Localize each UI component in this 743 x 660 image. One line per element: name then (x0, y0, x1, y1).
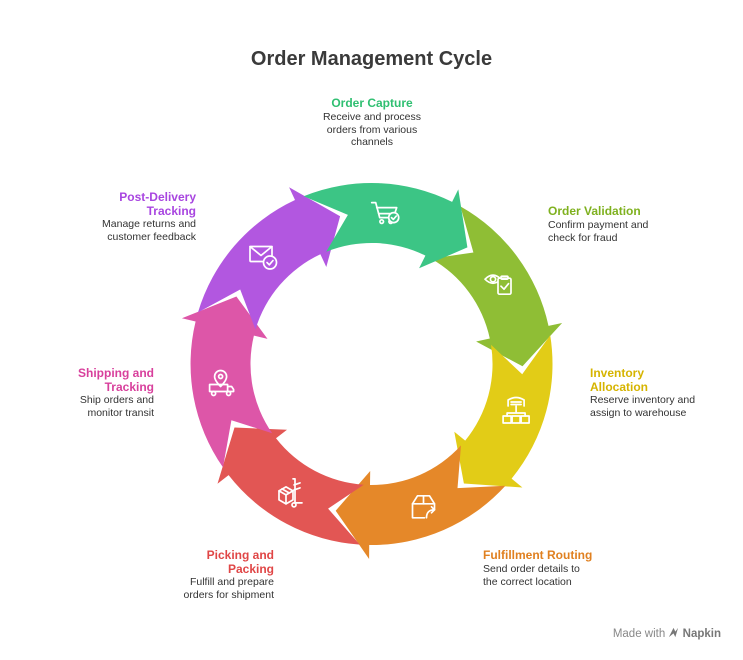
cycle-segments (181, 182, 563, 559)
eye-clipboard-check-icon (484, 274, 512, 296)
stage-title-fulfillment-routing: Fulfillment Routing (483, 548, 593, 562)
hand-truck-boxes-icon (278, 478, 303, 508)
segment-arrow-fulfillment-routing (335, 445, 506, 559)
shopping-cart-check-icon (370, 201, 400, 225)
warehouse-boxes-icon (502, 396, 530, 424)
segment-arrow-inventory-allocation (454, 335, 553, 488)
package-arrow-icon (411, 494, 436, 519)
stage-title-order-capture: Order Capture (331, 96, 413, 110)
segment-arrow-picking-packing (217, 427, 364, 545)
diagram-title: Order Management Cycle (250, 48, 493, 70)
truck-location-pin-icon (208, 369, 235, 397)
napkin-logo-icon (668, 627, 679, 638)
stage-icons (208, 201, 530, 519)
segment-arrow-order-validation (431, 206, 563, 367)
segment-arrow-order-capture (303, 182, 468, 269)
envelope-check-icon (249, 245, 278, 270)
stage-title-order-validation: Order Validation (548, 204, 641, 218)
napkin-watermark[interactable]: Made with Napkin (612, 627, 721, 640)
segment-arrow-shipping-tracking (181, 296, 273, 468)
